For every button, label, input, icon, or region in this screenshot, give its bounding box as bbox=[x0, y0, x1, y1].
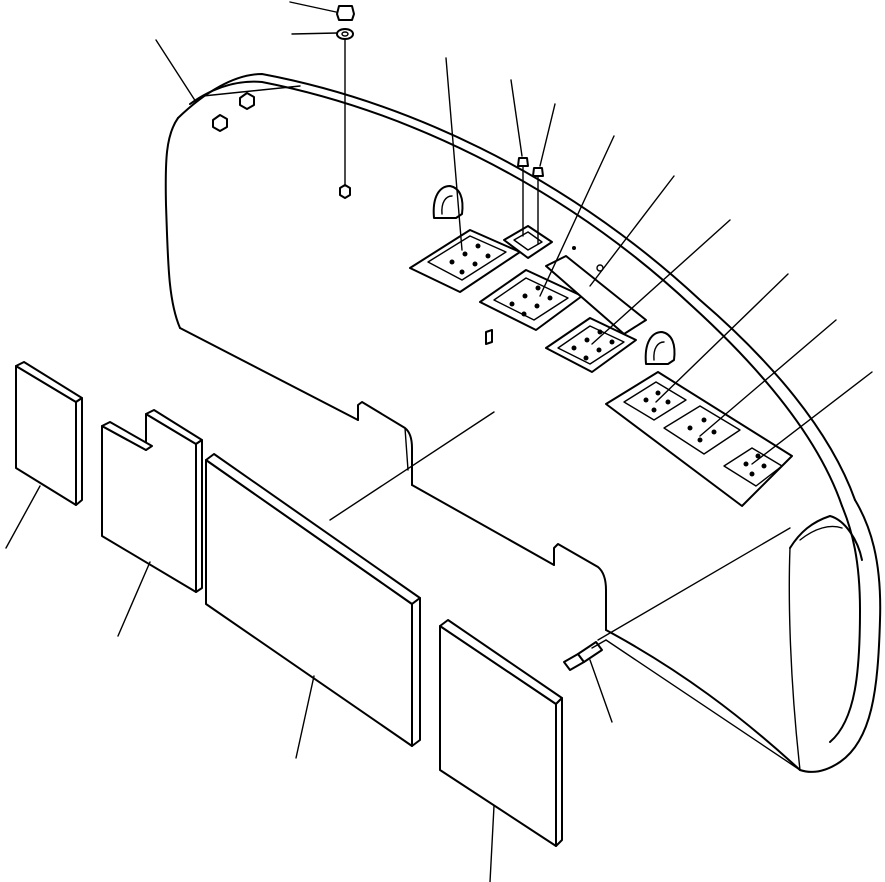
counterweight-body bbox=[164, 73, 882, 773]
cover-bolt-2 bbox=[532, 103, 556, 245]
nut-plate-5 bbox=[663, 405, 741, 455]
mounting-bolt bbox=[563, 639, 613, 723]
cover-plate bbox=[503, 225, 553, 259]
top-washer bbox=[291, 28, 354, 40]
top-bolt bbox=[289, 1, 355, 21]
block-small bbox=[5, 361, 83, 549]
lifting-eye-cover bbox=[432, 185, 676, 365]
block-notched bbox=[101, 409, 203, 637]
nut-plate-6 bbox=[723, 447, 783, 487]
nut-plate-4 bbox=[623, 381, 687, 421]
name-plate bbox=[545, 246, 647, 335]
block-large bbox=[205, 453, 421, 759]
leader-lines bbox=[155, 39, 873, 641]
block-right bbox=[439, 619, 563, 882]
cover-bolt-1 bbox=[510, 79, 529, 237]
bolt-insert-line bbox=[605, 639, 801, 771]
nut-plate-3 bbox=[545, 317, 637, 373]
